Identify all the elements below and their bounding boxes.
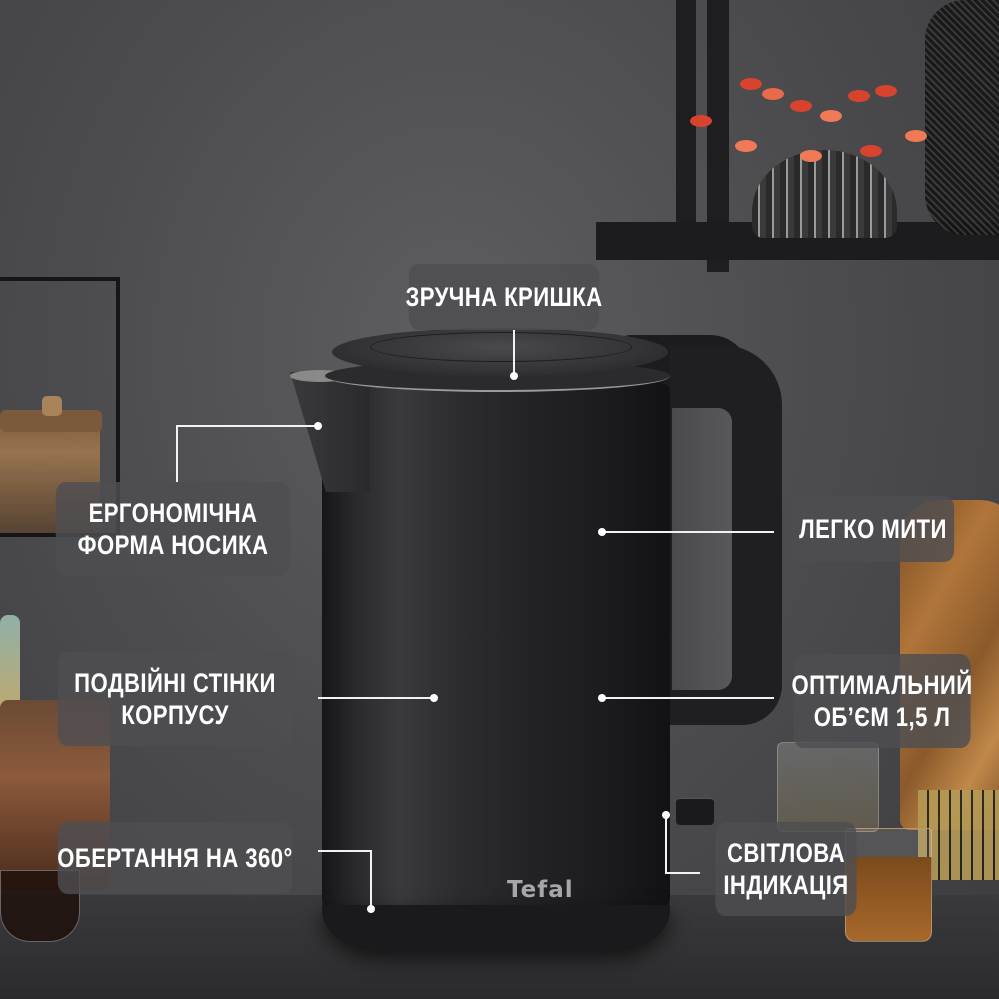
callout-wash-leader bbox=[602, 531, 774, 533]
cookie-jar-lid bbox=[0, 410, 102, 432]
brand-logo: Tefal bbox=[507, 877, 574, 903]
callout-wash: ЛЕГКО МИТИ bbox=[791, 496, 955, 562]
callout-walls-line2: КОРПУСУ bbox=[121, 700, 229, 730]
callout-spout-leader-v bbox=[176, 425, 178, 482]
dried-flower bbox=[905, 130, 927, 142]
tea-jar bbox=[777, 742, 879, 832]
callout-rotation-dot bbox=[367, 905, 375, 913]
kettle-spout bbox=[290, 372, 370, 492]
kettle-base bbox=[322, 905, 670, 951]
kettle-body bbox=[322, 380, 670, 928]
dried-flower bbox=[790, 100, 812, 112]
callout-light: СВІТЛОВА ІНДИКАЦІЯ bbox=[715, 822, 857, 916]
callout-light-leader-v bbox=[665, 815, 667, 873]
dried-flower bbox=[690, 115, 712, 127]
callout-spout-line2: ФОРМА НОСИКА bbox=[77, 530, 269, 560]
tea-cup bbox=[845, 828, 932, 942]
callout-rotation-leader-h bbox=[318, 850, 372, 852]
dried-flower bbox=[875, 85, 897, 97]
callout-spout-dot bbox=[314, 422, 322, 430]
callout-walls-line1: ПОДВІЙНІ СТІНКИ bbox=[74, 668, 276, 698]
callout-walls-leader bbox=[318, 697, 434, 699]
callout-lid-leader bbox=[513, 330, 515, 376]
kettle-handle-gap bbox=[672, 408, 732, 690]
ribbed-vase bbox=[752, 150, 897, 238]
callout-volume-line2: ОБ’ЄМ 1,5 Л bbox=[813, 702, 951, 732]
callout-rotation: ОБЕРТАННЯ НА 360° bbox=[57, 822, 293, 894]
callout-rotation-text: ОБЕРТАННЯ НА 360° bbox=[57, 843, 293, 873]
callout-volume-line1: ОПТИМАЛЬНИЙ bbox=[791, 670, 973, 700]
callout-light-dot bbox=[662, 811, 670, 819]
callout-volume-dot bbox=[598, 694, 606, 702]
callout-walls: ПОДВІЙНІ СТІНКИ КОРПУСУ bbox=[57, 652, 293, 746]
callout-volume: ОПТИМАЛЬНИЙ ОБ’ЄМ 1,5 Л bbox=[791, 654, 973, 748]
callout-spout-line1: ЕРГОНОМІЧНА bbox=[88, 498, 258, 528]
power-switch bbox=[676, 798, 714, 825]
dried-flower bbox=[820, 110, 842, 122]
callout-spout-leader-h bbox=[176, 425, 318, 427]
callout-wash-dot bbox=[598, 528, 606, 536]
callout-spout: ЕРГОНОМІЧНА ФОРМА НОСИКА bbox=[55, 482, 291, 576]
shelf-post bbox=[676, 0, 696, 240]
callout-wash-text: ЛЕГКО МИТИ bbox=[799, 514, 947, 544]
kettle-lid-inset bbox=[370, 332, 632, 362]
callout-volume-leader bbox=[602, 697, 774, 699]
mesh-vase bbox=[925, 0, 999, 235]
dried-flower bbox=[762, 88, 784, 100]
callout-light-leader-h bbox=[665, 872, 700, 874]
callout-light-line1: СВІТЛОВА bbox=[726, 838, 846, 868]
dried-flower bbox=[740, 78, 762, 90]
shelf-post bbox=[707, 0, 729, 272]
callout-walls-dot bbox=[430, 694, 438, 702]
callout-lid-text: ЗРУЧНА КРИШКА bbox=[405, 282, 603, 312]
callout-rotation-leader-v bbox=[370, 850, 372, 908]
dried-flower bbox=[735, 140, 757, 152]
dried-flower bbox=[800, 150, 822, 162]
cookie-jar-knob bbox=[42, 396, 62, 416]
callout-lid-dot bbox=[510, 372, 518, 380]
callout-lid: ЗРУЧНА КРИШКА bbox=[405, 264, 602, 330]
dried-flower bbox=[860, 145, 882, 157]
callout-light-line2: ІНДИКАЦІЯ bbox=[723, 870, 849, 900]
dried-flower bbox=[848, 90, 870, 102]
